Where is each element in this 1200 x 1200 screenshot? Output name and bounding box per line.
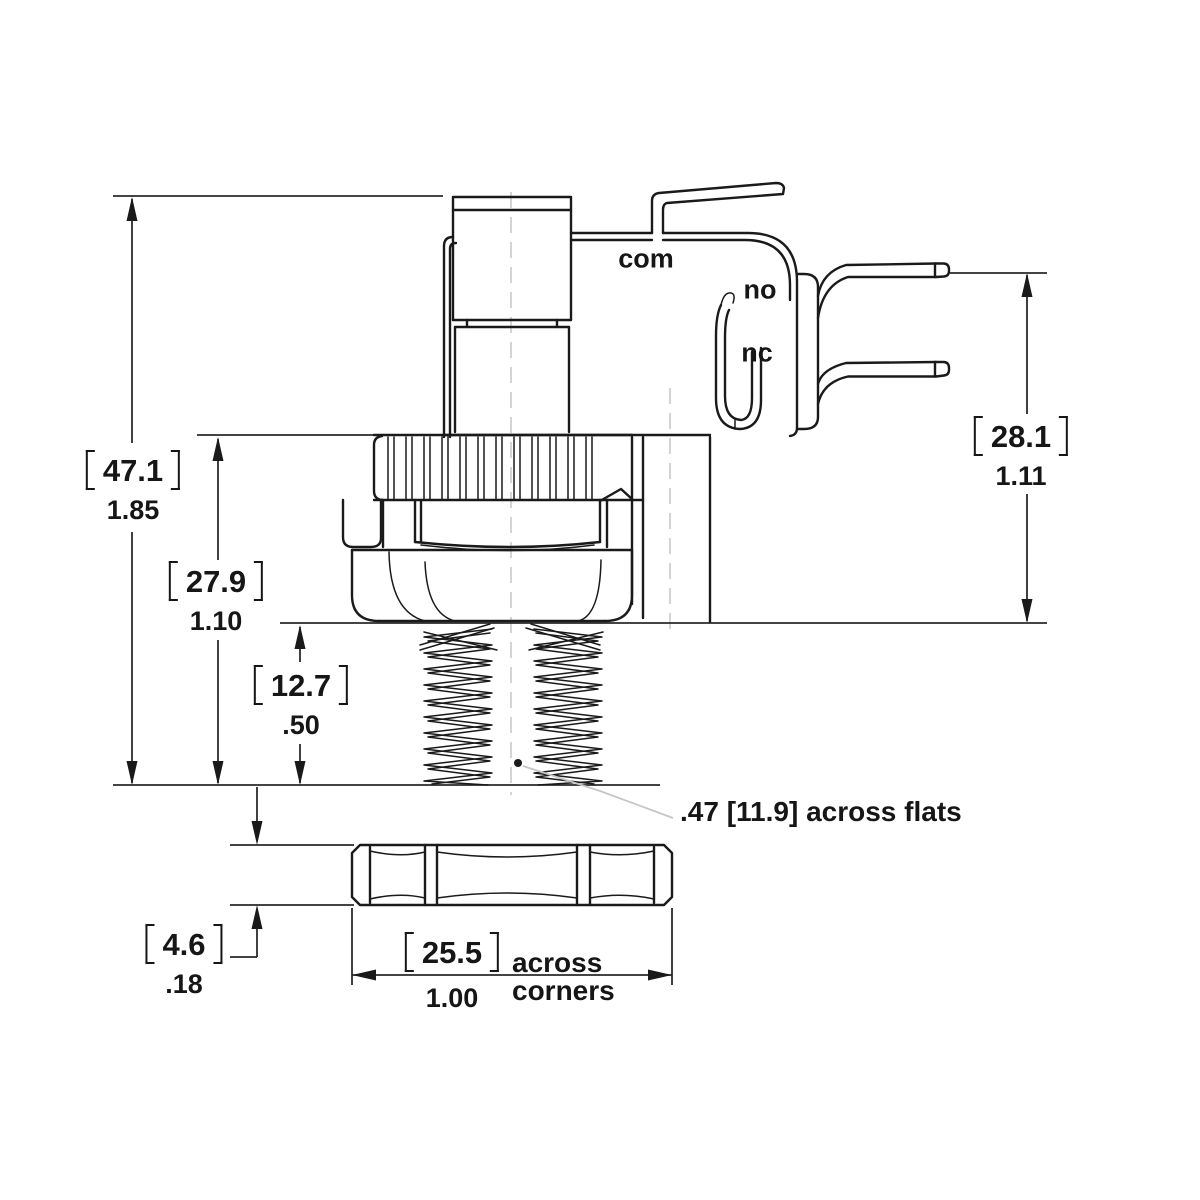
dim-overall-height-label: 47.1 1.85 <box>85 450 181 525</box>
dim-body-height-label: 27.9 1.10 <box>168 561 264 636</box>
bracket-left-icon <box>253 665 263 705</box>
knurled-locknut <box>372 433 645 502</box>
dim-inch-value: 1.85 <box>106 495 160 525</box>
centerlines <box>510 192 671 795</box>
terminal-blades <box>795 262 951 431</box>
dim-mm-value: 28.1 <box>990 418 1052 454</box>
leader-anchor-dot <box>514 759 522 767</box>
plunger <box>451 195 573 434</box>
threaded-stem <box>423 628 603 786</box>
bracket-right-icon <box>490 932 500 972</box>
dim-inch-value: 1.00 <box>425 983 479 1013</box>
dim-mm-value: 25.5 <box>421 934 483 970</box>
dim-mm-value: 12.7 <box>270 667 332 703</box>
dim-inch-value: .50 <box>282 710 320 740</box>
dim-nut-across-corners-label: 25.5 1.00 <box>404 932 500 1013</box>
dim-mm-value: 27.9 <box>185 563 247 599</box>
bracket-right-icon <box>339 665 349 705</box>
dim-thread-length-label: 12.7 .50 <box>253 665 349 740</box>
dim-mm-value: 4.6 <box>162 926 206 962</box>
bracket-left-icon <box>404 932 414 972</box>
dim-inch-value: .18 <box>165 969 203 999</box>
note-across-corners: across corners <box>512 947 615 1006</box>
bracket-right-icon <box>213 924 223 964</box>
terminal-label-com: com <box>618 243 674 274</box>
bracket-left-icon <box>145 924 155 964</box>
bracket-left-icon <box>168 561 178 601</box>
dim-nut-thickness-label: 4.6 .18 <box>145 924 223 999</box>
switch-body <box>442 181 799 439</box>
extension-lines <box>113 195 1047 985</box>
bracket-left-icon <box>85 450 95 490</box>
dim-mm-value: 47.1 <box>102 452 164 488</box>
terminal-label-no: no <box>743 274 777 305</box>
bracket-right-icon <box>171 450 181 490</box>
dim-switch-height-label: 28.1 1.11 <box>973 416 1069 491</box>
terminal-label-nc: nc <box>741 337 773 368</box>
dim-inch-value: 1.11 <box>995 461 1047 491</box>
dimension-arrowheads <box>126 197 1033 981</box>
lower-housing <box>350 548 634 623</box>
knurl-lines <box>387 436 593 500</box>
dimension-lines <box>131 199 1028 976</box>
leader-line <box>522 765 674 819</box>
collar-flange <box>341 498 609 552</box>
bracket-left-icon <box>973 416 983 456</box>
bracket-right-icon <box>1059 416 1069 456</box>
bracket-right-icon <box>254 561 264 601</box>
note-across-flats: .47 [11.9] across flats <box>680 796 962 827</box>
hex-nut <box>350 843 674 907</box>
dim-inch-value: 1.10 <box>189 606 243 636</box>
